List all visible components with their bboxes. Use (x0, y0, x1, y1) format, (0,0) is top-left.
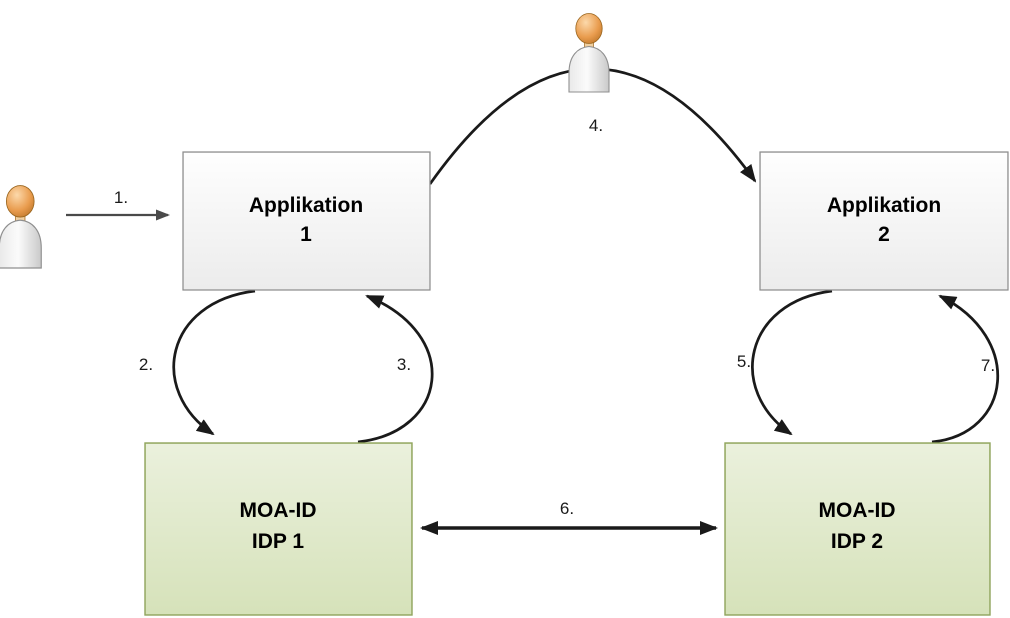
moa-id-idp-1-label-line2: IDP 1 (252, 530, 304, 553)
box-applikation-1: Applikation 1 (182, 151, 431, 291)
arrow-step-5 (751, 289, 833, 436)
applikation-2-box (759, 151, 1009, 291)
step-label-4: 4. (589, 116, 603, 135)
arrow-step-3 (357, 294, 434, 444)
moa-id-idp-2-label-line1: MOA-ID (819, 499, 896, 522)
box-moa-id-idp-1: MOA-ID IDP 1 (144, 442, 413, 616)
applikation-1-label-line2: 1 (300, 223, 312, 246)
person-icon (568, 12, 610, 93)
box-moa-id-idp-2: MOA-ID IDP 2 (724, 442, 991, 616)
step-label-1: 1. (114, 188, 128, 207)
applikation-2-label-line1: Applikation (827, 194, 941, 217)
step-label-3: 3. (397, 355, 411, 374)
person-icon (0, 184, 42, 269)
moa-id-idp-2-label-line2: IDP 2 (831, 530, 883, 553)
step-label-6: 6. (560, 499, 574, 518)
step-label-5: 5. (737, 352, 751, 371)
applikation-1-label-line1: Applikation (249, 194, 363, 217)
moa-id-idp-1-box (144, 442, 413, 616)
box-applikation-2: Applikation 2 (759, 151, 1009, 291)
applikation-2-label-line2: 2 (878, 223, 890, 246)
moa-id-idp-2-box (724, 442, 991, 616)
arrow-step-7 (931, 294, 1000, 444)
arrow-step-2 (172, 289, 256, 436)
moa-id-idp-1-label-line1: MOA-ID (240, 499, 317, 522)
applikation-1-box (182, 151, 431, 291)
step-label-2: 2. (139, 355, 153, 374)
step-label-7: 7. (981, 356, 995, 375)
